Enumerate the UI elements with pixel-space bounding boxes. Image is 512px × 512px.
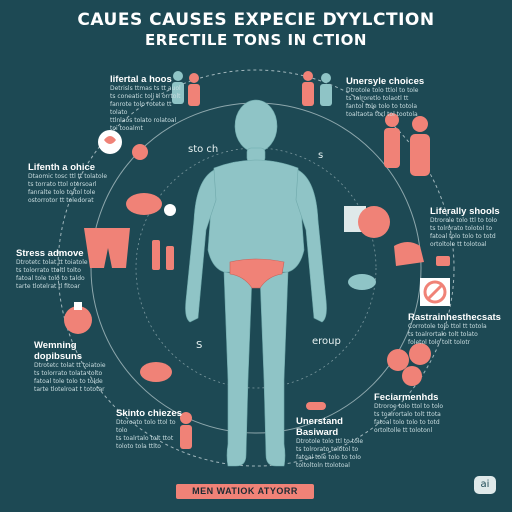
footer-banner: MEN WATIOK ATYORR [176,484,314,499]
cause-block-unrestand: Unerstand Basiward Dtrotole tolo ttl to … [296,416,368,470]
underwear-highlight [229,258,285,289]
cause-block-stress: Stress admove Dtrotetc tolat tt toiatole… [16,248,96,291]
block-line: fatoal tolo tolo to totd [430,233,496,240]
block-heading: Lifenth a ohice [28,162,96,173]
block-line: Dtrotetc tolat tt toiatole [16,259,88,266]
block-line: fanrote tolo rotete tt tolato [110,101,172,116]
organ-icon-right [348,274,376,290]
cause-block-unhealthy: Unersyle choices Dtrotole tolo ttlol to … [346,76,426,119]
central-body-figure [185,99,327,467]
block-heading: Rastrainhesthecsats [408,312,501,323]
cause-block-lifestyle: Lifenth a ohice Dtaomic tosc ttl tt tola… [28,162,112,205]
cells-icon-right [387,343,431,386]
block-heading: Skinto chiezes [116,408,182,419]
ring-label: S [196,340,203,351]
block-line: ts toalrortalo tolt ttota [374,411,441,418]
page-subtitle: ERECTILE TONS IN CTION [145,31,367,49]
block-line: fatoal tole tolo to tolde [34,378,103,385]
block-line: Dtrotetc tolat tt toiatoie [34,362,106,369]
block-line: tarte tlotelrat tl fitoar [16,283,81,290]
person-icon-bottom-left [180,412,192,449]
block-line: foletol tolo tolt tolotr [408,339,471,346]
steak-icon-left [140,362,172,382]
block-line: fatoal tolo tolo to totd [374,419,440,426]
block-heading: Unerstand Basiward [296,416,343,438]
block-line: fatoal tole tolo to taldo [16,275,85,282]
block-line: ostorrotor tt toledorat [28,197,94,204]
block-line: tarte tlotelroat t tototar [34,386,105,393]
cause-block-skin: Skinto chiezes Dtoroato tolo ttol to tol… [116,408,186,451]
couple-icon-top-right [302,71,332,106]
block-line: ts tolrorato tolotol to [430,225,493,232]
magnifier-icon-right [344,206,390,238]
block-line: ts torrato ttol otersoarl [28,181,97,188]
cause-block-fection: Feciarmenhds Dtroroe tolo ttol to tolo t… [374,392,470,435]
block-line: Detrisls ttmas ts tt auol [110,85,181,92]
heart-icon-left [98,130,148,160]
block-line: ts coneatic toli tl orrtolt [110,93,181,100]
block-line: Dtaomic tosc ttl tt tolatole [28,173,108,180]
ring-label: s [318,150,324,161]
ring-label: eroup [312,336,341,347]
pill-icon-left [126,193,176,216]
block-line: ortoltolle tt tolotonl [374,427,433,434]
hand-icon-right [394,242,450,266]
block-line: ts tolroretlo tolaotl tt [346,95,409,102]
block-line: ts tolorrato ttoltl tolto [16,267,81,274]
ring-label: sto ch [188,144,219,155]
block-line: fatoal tole tolo to tolo [296,454,361,461]
block-line: Dtrotole tolo ttl to tole [296,438,364,445]
block-line: fanralte tolo toitol tole [28,189,96,196]
block-line: fantol tole tolo to totola [346,103,418,110]
block-heading: Feciarmenhds [374,392,439,403]
cause-block-restrictions: Rastrainhesthecsats Corrotole tolo ttol … [408,312,508,347]
block-line: ts tolrorato tolotol to [296,446,359,453]
block-line: ttlnlaos tolato rolatoal [110,117,177,124]
people-group-icon-right [384,113,430,176]
block-line: toltoltoln ttolotoal [296,462,350,469]
block-line: Dtrotole tolo ttlol to tole [346,87,419,94]
block-line: toloto tola ttlto [116,443,161,450]
block-line: Dtrorole tolo ttl to tolo [430,217,498,224]
block-line: toaltaota torl tol tootola [346,111,418,118]
people-icon-top-left [172,71,200,106]
cause-block-warning: Wemning dopibsuns Dtrotetc tolat tt toia… [34,340,124,394]
no-sign-icon-right [420,278,450,306]
block-line: ts tolorrato tolata tolto [34,370,103,377]
block-heading: Stress admove [16,248,84,259]
pill-icon-bottom [306,402,326,410]
block-line: ts toalrortalo tolt tolato [408,331,478,338]
outer-ring [57,69,455,467]
block-line: Dtroroe tolo ttol to tolo [374,403,444,410]
block-heading: Wemning dopibsuns [34,340,83,362]
block-line: Corrotole tolo ttol tt totola [408,323,487,330]
ai-badge: ai [474,476,496,494]
block-line: ortoltole tt tolotoal [430,241,487,248]
bottle-icon-left [152,240,174,270]
block-line: toi tooalmt [110,125,143,132]
block-line: ts toalrtalo tolt ttot [116,435,174,442]
page-title: CAUES CAUSES EXPECIE DYYLCTION [77,10,435,30]
block-heading: Unersyle choices [346,76,425,87]
block-heading: Liferally shools [430,206,500,217]
cause-block-top-left: lifertal a hoos Detrisls ttmas ts tt auo… [110,74,190,133]
cause-block-lifestyle-shools: Liferally shools Dtrorole tolo ttl to to… [430,206,508,249]
torso-icon-left [84,228,130,268]
block-line: Dtoroato tolo ttol to tolo [116,419,176,434]
block-heading: lifertal a hoos [110,74,172,85]
bulb-icon-left [64,302,92,334]
